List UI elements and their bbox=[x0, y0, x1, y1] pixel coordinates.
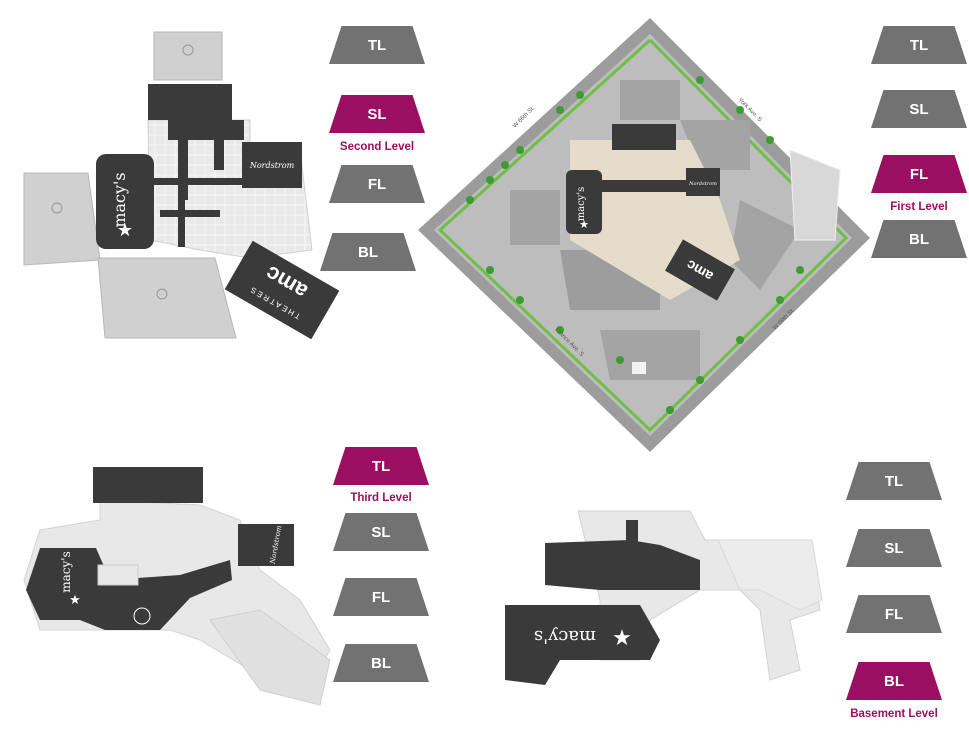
level-button-fl[interactable]: FL bbox=[333, 578, 429, 616]
anchor-store bbox=[148, 84, 232, 120]
parking-icon bbox=[182, 44, 194, 56]
level-button-tl[interactable]: TL bbox=[846, 462, 942, 500]
level-caption: First Level bbox=[890, 201, 948, 213]
level-button-tl[interactable]: TL bbox=[329, 26, 425, 64]
level-caption: Third Level bbox=[350, 492, 412, 504]
macys-star-icon: ★ bbox=[117, 220, 133, 240]
first-level-sitemap: Nordstrom macy's ★ amc France Ave. S W 6… bbox=[418, 18, 870, 452]
level-button-fl[interactable]: FL bbox=[329, 165, 425, 203]
anchor-store bbox=[93, 467, 203, 503]
office-building bbox=[789, 149, 841, 241]
anchor-store bbox=[686, 168, 720, 196]
macys-star-icon: ★ bbox=[69, 592, 81, 607]
macys-store bbox=[26, 548, 232, 630]
level-caption: Second Level bbox=[339, 141, 415, 153]
parking-structure bbox=[23, 172, 101, 266]
parking-lot bbox=[730, 200, 800, 290]
level-button-tl[interactable]: TL bbox=[333, 447, 429, 485]
third-level-floorplan: Nordstrom macy's ★ bbox=[23, 467, 331, 706]
macys-logo: macy's bbox=[59, 551, 73, 593]
walkway bbox=[150, 178, 250, 185]
mall-corridor bbox=[147, 119, 313, 259]
level-button-sl[interactable]: SL bbox=[329, 95, 425, 133]
macys-store bbox=[566, 170, 602, 234]
mall-corridor bbox=[209, 609, 331, 706]
anchor-store bbox=[238, 524, 294, 566]
level-button-sl[interactable]: SL bbox=[846, 529, 942, 567]
level-button-bl[interactable]: BL bbox=[320, 233, 416, 271]
level-button-fl[interactable]: FL bbox=[846, 595, 942, 633]
parking-lot bbox=[510, 190, 560, 245]
parking-icon bbox=[156, 288, 168, 300]
level-button-bl[interactable]: BL bbox=[871, 220, 967, 258]
walkway bbox=[160, 210, 220, 217]
macys-logo: macy's bbox=[534, 626, 596, 647]
parking-structure bbox=[97, 257, 237, 339]
level-button-bl[interactable]: BL bbox=[846, 662, 942, 700]
macys-star-icon: ★ bbox=[579, 219, 589, 231]
nordstrom-logo: Nordstrom bbox=[688, 181, 717, 187]
amc-theatre bbox=[224, 240, 340, 340]
amc-theatre bbox=[665, 239, 735, 301]
macys-store bbox=[505, 605, 660, 685]
level-caption: Basement Level bbox=[850, 708, 938, 720]
basement-level-floorplan: macy's ★ bbox=[505, 510, 823, 685]
level-button-bl[interactable]: BL bbox=[333, 644, 429, 682]
anchor-store bbox=[612, 124, 676, 150]
green-border bbox=[437, 38, 849, 433]
restaurant-logo bbox=[133, 607, 151, 625]
macys-logo: macy's bbox=[576, 187, 587, 222]
level-button-sl[interactable]: SL bbox=[333, 513, 429, 551]
walkway bbox=[97, 564, 139, 586]
macys-star-icon: ★ bbox=[612, 625, 632, 650]
parking-icon bbox=[51, 202, 63, 214]
macys-logo: macy's bbox=[110, 172, 129, 227]
anchor-store bbox=[242, 142, 302, 188]
kiosk bbox=[632, 362, 646, 374]
level-button-tl[interactable]: TL bbox=[871, 26, 967, 64]
parking-lot bbox=[620, 80, 680, 120]
anchor-store bbox=[545, 540, 700, 590]
second-level-floorplan: Nordstrom macy's ★ amc THEATRES bbox=[23, 31, 340, 340]
walkway bbox=[626, 520, 638, 542]
level-button-sl[interactable]: SL bbox=[871, 90, 967, 128]
nordstrom-logo: Nordstrom bbox=[249, 161, 295, 170]
mall-corridor bbox=[717, 539, 823, 611]
macys-store bbox=[96, 154, 154, 249]
parking-lot bbox=[600, 330, 700, 380]
level-button-fl[interactable]: FL bbox=[871, 155, 967, 193]
parking-structure bbox=[153, 31, 223, 81]
